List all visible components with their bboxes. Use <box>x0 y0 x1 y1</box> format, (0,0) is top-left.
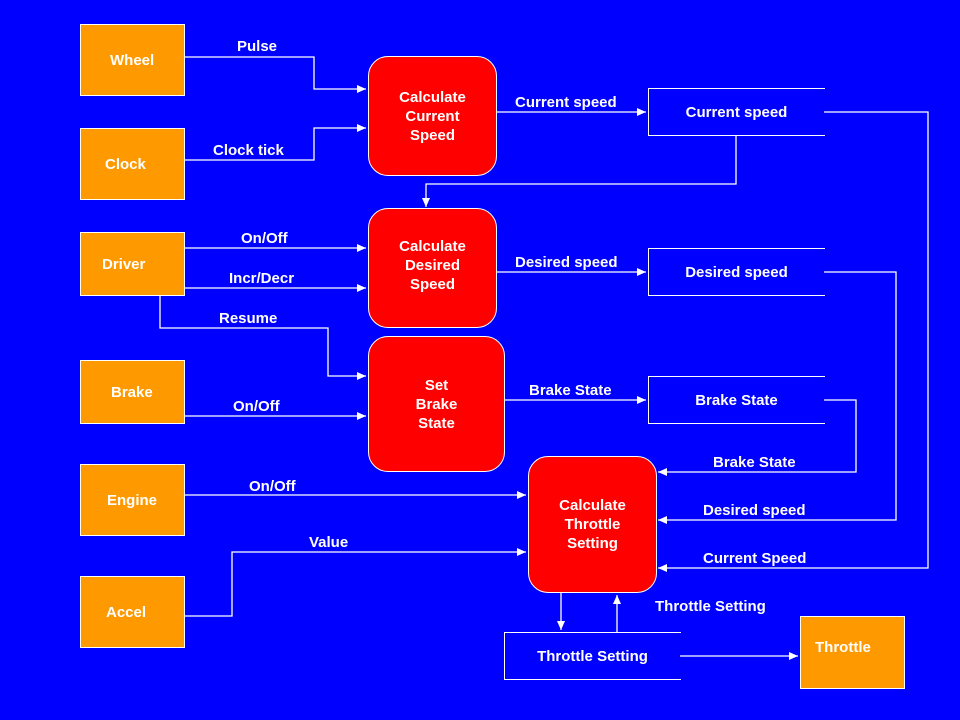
store-current-speed: Current speed <box>648 88 825 136</box>
flow-label-driver-on-off: On/Off <box>241 230 288 247</box>
entity-clock: Clock <box>80 128 185 200</box>
store-throttle-setting-edge <box>504 632 505 680</box>
value-flow <box>184 548 526 617</box>
flow-label-throttle-setting: Throttle Setting <box>655 598 766 615</box>
flow-label-brake-state-out: Brake State <box>529 382 612 399</box>
flow-label-current-speed-in: Current Speed <box>703 550 807 567</box>
store-brake-state: Brake State <box>648 376 825 424</box>
store-throttle-setting-label: Throttle Setting <box>537 647 648 665</box>
entity-accel-label: Accel <box>106 603 147 621</box>
flow-label-clock-tick: Clock tick <box>213 142 284 159</box>
flow-label-current-speed-out: Current speed <box>515 94 617 111</box>
entity-driver: Driver <box>80 232 185 296</box>
pulse-flow <box>184 56 366 93</box>
process-calculate-current-speed-label: Calculate Current Speed <box>399 88 466 144</box>
entity-accel: Accel <box>80 576 185 648</box>
flow-label-engine-on-off: On/Off <box>249 478 296 495</box>
flow-label-resume: Resume <box>219 310 278 327</box>
flow-label-pulse: Pulse <box>237 38 278 55</box>
desired-speed-in-flow <box>658 271 897 524</box>
process-calculate-current-speed: Calculate Current Speed <box>368 56 497 176</box>
process-calculate-throttle-setting: Calculate Throttle Setting <box>528 456 657 593</box>
flow-label-brake-state-in: Brake State <box>713 454 796 471</box>
entity-throttle: Throttle <box>800 616 905 689</box>
entity-engine-label: Engine <box>107 491 158 509</box>
entity-brake-label: Brake <box>111 383 153 401</box>
flow-label-incr-decr: Incr/Decr <box>229 270 295 287</box>
store-throttle-setting: Throttle Setting <box>504 632 681 680</box>
store-desired-speed-label: Desired speed <box>685 263 788 281</box>
entity-brake: Brake <box>80 360 185 424</box>
process-calculate-desired-speed-label: Calculate Desired Speed <box>399 238 466 293</box>
store-current-speed-label: Current speed <box>685 103 788 121</box>
entity-clock-label: Clock <box>105 155 146 173</box>
flow-label-value: Value <box>309 534 349 551</box>
store-current-speed-edge <box>648 88 649 136</box>
entity-wheel: Wheel <box>80 24 185 96</box>
current-speed-feedback-flow <box>422 136 737 207</box>
entity-throttle-label: Throttle <box>815 639 871 656</box>
flow-label-brake-on-off: On/Off <box>233 398 280 415</box>
current-speed-in-flow <box>658 111 929 572</box>
entity-driver-label: Driver <box>102 255 146 273</box>
store-brake-state-label: Brake State <box>695 391 778 409</box>
store-desired-speed-edge <box>648 248 649 296</box>
process-calculate-desired-speed: Calculate Desired Speed <box>368 208 497 328</box>
clock-tick-flow <box>184 124 366 161</box>
process-set-brake-state-label: Set Brake State <box>415 376 458 432</box>
process-calculate-throttle-setting-label: Calculate Throttle Setting <box>559 497 626 552</box>
entity-engine: Engine <box>80 464 185 536</box>
brake-state-in-flow <box>658 399 857 476</box>
store-brake-state-edge <box>648 376 649 424</box>
flow-label-desired-speed-out: Desired speed <box>515 254 618 271</box>
resume-flow <box>159 296 366 380</box>
process-set-brake-state: Set Brake State <box>368 336 505 472</box>
entity-wheel-label: Wheel <box>110 51 155 69</box>
store-desired-speed: Desired speed <box>648 248 825 296</box>
flow-label-desired-speed-in: Desired speed <box>703 502 806 519</box>
